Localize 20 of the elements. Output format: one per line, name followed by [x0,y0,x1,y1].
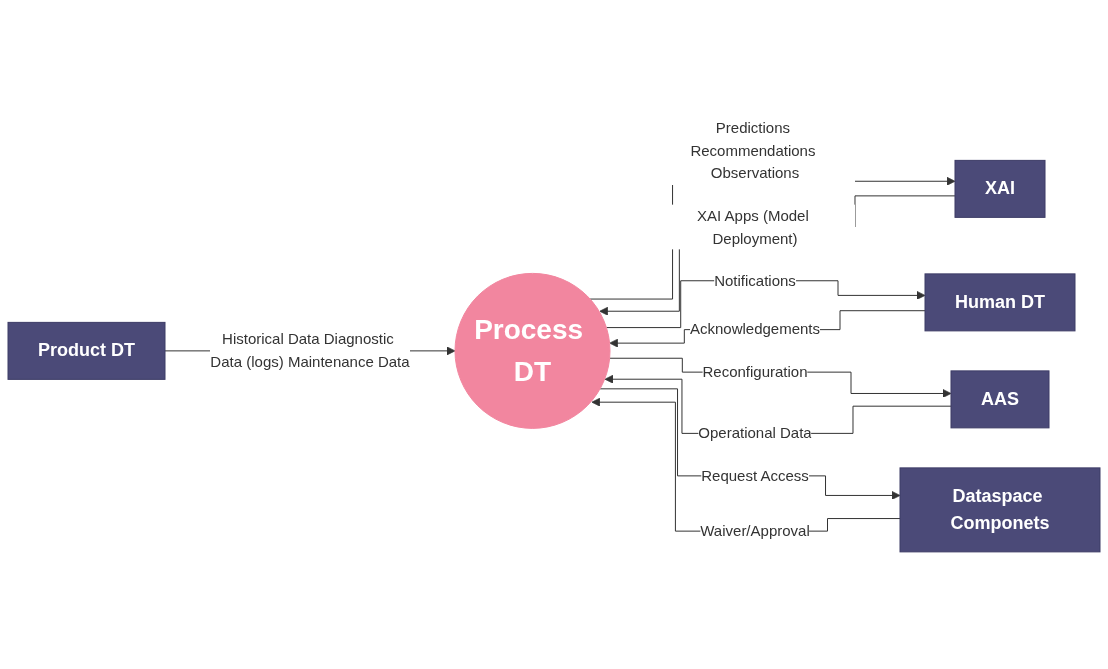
edge-label: Acknowledgements [689,320,821,338]
edge-label: XAI Apps (Model Deployment) [697,206,809,247]
edge-label: Reconfiguration [702,362,808,380]
node-box: Human DT [924,273,1076,332]
edge-label: Request Access [701,466,809,484]
node-box: Dataspace Componets [899,467,1101,553]
edge-label: Waiver/Approval [700,521,810,539]
node-box: XAI [954,159,1046,218]
node-box: AAS [950,370,1050,429]
arrow [609,310,926,348]
edge-label: Operational Data [698,424,812,442]
arrow [599,388,901,500]
arrow [609,357,952,398]
edge-label: Notifications [714,271,796,289]
arrow [599,195,956,316]
edge-label: Predictions Recommendations Observations [690,119,816,182]
node-box: Product DT [7,321,166,380]
edge-label: Historical Data Diagnostic Data (logs) Maintenance Data [210,330,410,370]
arrow [591,397,901,532]
node-circle: Process DT [454,272,611,429]
